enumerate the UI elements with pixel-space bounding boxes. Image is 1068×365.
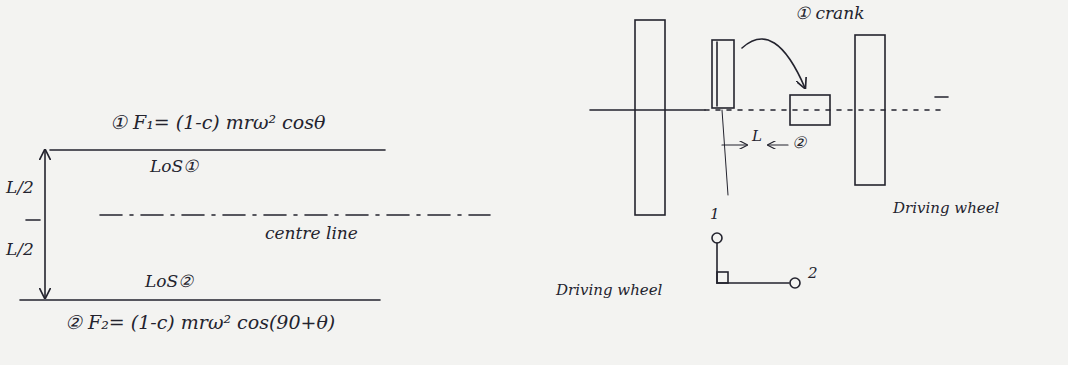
crank-arrow	[742, 39, 805, 88]
point-circle	[712, 233, 722, 243]
dimension-label: L/2	[6, 240, 34, 260]
dimension-arrow	[44, 150, 46, 298]
point-circle	[790, 278, 800, 288]
point-number: 1	[710, 206, 720, 223]
los-line	[50, 149, 385, 151]
line-label: LoS②	[145, 272, 193, 292]
dimension-arrow	[768, 144, 788, 145]
dimension-arrow	[722, 144, 747, 145]
centre-line	[100, 214, 490, 216]
los-line	[20, 299, 380, 301]
dash-mark	[935, 96, 948, 98]
line-label: LoS①	[150, 157, 198, 177]
crank	[712, 40, 734, 108]
part-name: ① crank	[795, 4, 864, 24]
point-number: 2	[808, 265, 818, 282]
dimension-label: L/2	[6, 178, 34, 198]
axle-line	[590, 109, 705, 111]
force-equation: ② F₂= (1-c) mrω² cos(90+θ)	[65, 312, 335, 334]
right-angle-mark	[717, 272, 728, 283]
axle-line	[705, 109, 945, 111]
wheel	[635, 20, 665, 215]
part-name: Driving wheel	[556, 282, 662, 299]
part-name: Driving wheel	[893, 200, 999, 217]
crank-pin-block	[790, 95, 830, 125]
callout-number: ②	[792, 134, 806, 152]
force-equation: ① F₁= (1-c) mrω² cosθ	[110, 112, 325, 134]
crank-line	[716, 42, 718, 106]
centre-line-label: centre line	[265, 224, 358, 244]
wheel	[855, 35, 885, 185]
leader-line	[722, 110, 728, 195]
dimension-label: L	[752, 128, 762, 145]
dimension-tick	[26, 219, 40, 221]
